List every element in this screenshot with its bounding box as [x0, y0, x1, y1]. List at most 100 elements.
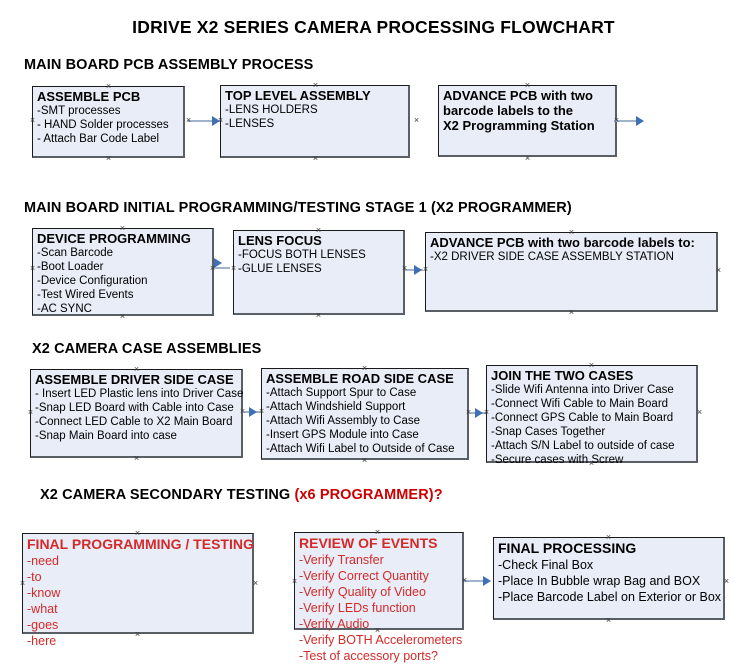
connector-handle[interactable] — [239, 408, 246, 415]
box-line: -Slide Wifi Antenna into Driver Case — [491, 384, 674, 396]
box-line: -Connect GPS Cable to Main Board — [491, 412, 674, 424]
box-handle[interactable] — [361, 457, 368, 464]
section-heading-text: MAIN BOARD INITIAL PROGRAMMING/TESTING S… — [24, 200, 572, 216]
box-handle[interactable] — [105, 83, 112, 90]
box-handle[interactable] — [723, 578, 730, 585]
connector-handle[interactable] — [209, 265, 216, 272]
box-assemble-driver-side-case[interactable]: ASSEMBLE DRIVER SIDE CASE - Insert LED P… — [30, 369, 243, 458]
box-handle[interactable] — [252, 580, 259, 587]
connector-handle[interactable] — [217, 117, 224, 124]
box-line: -Connect LED Cable to X2 Main Board — [35, 416, 233, 428]
box-assemble-road-side-case[interactable]: ASSEMBLE ROAD SIDE CASE -Attach Support … — [261, 368, 469, 460]
connector-handle[interactable] — [613, 117, 620, 124]
box-line: -Verify Transfer — [299, 553, 384, 567]
box-join-the-two-cases[interactable]: JOIN THE TWO CASES -Slide Wifi Antenna i… — [486, 365, 698, 466]
box-lens-focus[interactable]: LENS FOCUS -FOCUS BOTH LENSES -GLUE LENS… — [233, 230, 405, 315]
box-handle[interactable] — [315, 312, 322, 319]
box-line: -what — [27, 602, 58, 616]
connector-handle[interactable] — [258, 408, 265, 415]
box-title: REVIEW OF EVENTS — [299, 535, 438, 551]
box-handle[interactable] — [361, 365, 368, 372]
connector-handle[interactable] — [401, 265, 408, 272]
box-line: -Verify Quality of Video — [299, 585, 426, 599]
connector-handle[interactable] — [413, 117, 420, 124]
box-line: -LENS HOLDERS — [225, 104, 318, 116]
box-title: ADVANCE PCB with two — [443, 88, 593, 103]
box-title: FINAL PROGRAMMING / TESTING — [27, 536, 254, 552]
box-line: -Scan Barcode — [37, 247, 114, 259]
box-line: -Verify Correct Quantity — [299, 569, 429, 583]
page-title: IDRIVE X2 SERIES CAMERA PROCESSING FLOWC… — [132, 17, 615, 37]
box-handle[interactable] — [315, 227, 322, 234]
box-handle[interactable] — [605, 534, 612, 541]
box-top-level-assembly[interactable]: TOP LEVEL ASSEMBLY -LENS HOLDERS -LENSES — [220, 85, 410, 158]
connector-arrowhead — [475, 408, 483, 418]
box-line: -Check Final Box — [498, 558, 594, 572]
box-review-of-events[interactable]: REVIEW OF EVENTS -Verify Transfer -Verif… — [294, 532, 464, 663]
connector-handle[interactable] — [483, 409, 490, 416]
box-line: -SMT processes — [37, 105, 121, 117]
box-line: -Connect Wifi Cable to Main Board — [491, 398, 669, 410]
connector-handle[interactable] — [230, 265, 237, 272]
box-handle[interactable] — [374, 627, 381, 634]
box-advance-pcb-driver-side-case[interactable]: ADVANCE PCB with two barcode labels to: … — [425, 232, 718, 312]
box-handle[interactable] — [291, 578, 298, 585]
box-title: DEVICE PROGRAMMING — [37, 231, 191, 246]
connector-arrowhead — [414, 265, 422, 275]
section-heading-x2-camera-secondary-testing: X2 CAMERA SECONDARY TESTING (x6 PROGRAMM… — [40, 487, 443, 503]
box-handle[interactable] — [312, 155, 319, 162]
box-handle[interactable] — [588, 362, 595, 369]
box-handle[interactable] — [134, 530, 141, 537]
box-handle[interactable] — [19, 580, 26, 587]
box-handle[interactable] — [133, 455, 140, 462]
box-handle[interactable] — [696, 409, 703, 416]
connector-line — [214, 267, 230, 269]
box-title: LENS FOCUS — [238, 233, 322, 248]
box-line: -Attach Support Spur to Case — [266, 387, 417, 399]
box-line: -Attach Wifi Assembly to Case — [266, 415, 421, 427]
box-handle[interactable] — [119, 225, 126, 232]
box-line: - Attach Bar Code Label — [37, 133, 160, 145]
box-final-programming-testing[interactable]: FINAL PROGRAMMING / TESTING -need -to -k… — [22, 533, 254, 648]
box-handle[interactable] — [29, 117, 36, 124]
box-handle[interactable] — [105, 155, 112, 162]
box-line: -X2 DRIVER SIDE CASE ASSEMBLY STATION — [430, 251, 674, 263]
box-handle[interactable] — [29, 265, 36, 272]
box-advance-pcb-x2-programming-station[interactable]: ADVANCE PCB with two barcode labels to t… — [438, 85, 617, 157]
box-line: -Test Wired Events — [37, 289, 134, 301]
box-handle[interactable] — [524, 155, 531, 162]
box-handle[interactable] — [27, 409, 34, 416]
box-title: ADVANCE PCB with two barcode labels to: — [430, 235, 695, 250]
box-assemble-pcb[interactable]: ASSEMBLE PCB -SMT processes - HAND Solde… — [32, 86, 185, 158]
box-line: -Snap Cases Together — [491, 426, 606, 438]
box-handle[interactable] — [133, 366, 140, 373]
box-handle[interactable] — [524, 82, 531, 89]
box-handle[interactable] — [374, 529, 381, 536]
box-handle[interactable] — [715, 267, 722, 274]
box-line: -Attach Wifi Label to Outside of Case — [266, 443, 455, 455]
box-handle[interactable] — [588, 460, 595, 467]
box-final-processing[interactable]: FINAL PROCESSING -Check Final Box -Place… — [493, 537, 725, 620]
connector-arrowhead — [212, 116, 220, 126]
box-line: -AC SYNC — [37, 303, 92, 315]
connector-handle[interactable] — [461, 577, 468, 584]
box-line: -to — [27, 570, 42, 584]
box-handle[interactable] — [605, 617, 612, 624]
connector-handle[interactable] — [465, 409, 472, 416]
box-handle[interactable] — [312, 82, 319, 89]
connector-line — [464, 580, 488, 582]
box-handle[interactable] — [119, 313, 126, 320]
section-heading-note: (x6 PROGRAMMER)? — [294, 487, 443, 503]
box-device-programming[interactable]: DEVICE PROGRAMMING -Scan Barcode -Boot L… — [32, 228, 214, 316]
connector-arrowhead — [214, 258, 222, 268]
connector-handle[interactable] — [185, 117, 192, 124]
box-line: -Snap Main Board into case — [35, 430, 177, 442]
box-title-line3: X2 Programming Station — [443, 118, 595, 133]
box-handle[interactable] — [568, 309, 575, 316]
box-line: -Verify Audio — [299, 617, 370, 631]
box-handle[interactable] — [134, 631, 141, 638]
box-handle[interactable] — [568, 229, 575, 236]
box-title: ASSEMBLE ROAD SIDE CASE — [266, 371, 454, 386]
connector-handle[interactable] — [422, 266, 429, 273]
